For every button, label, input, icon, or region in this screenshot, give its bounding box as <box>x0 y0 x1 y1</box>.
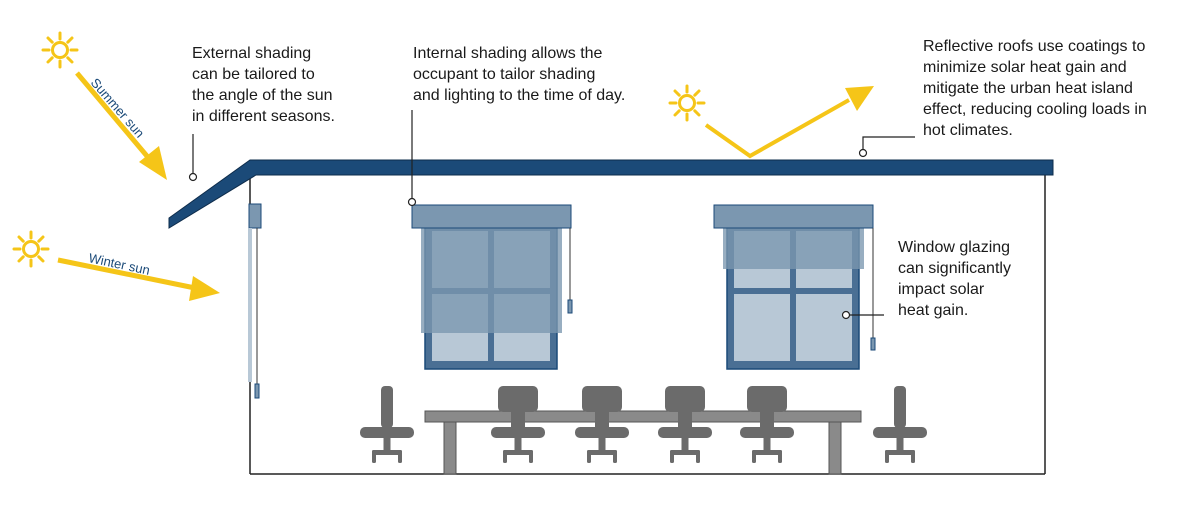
callout-line: minimize solar heat gain and <box>923 59 1127 76</box>
chair-icon <box>491 386 545 463</box>
callout-line: Reflective roofs use coatings to <box>923 38 1146 55</box>
internal-shading-callout: Internal shading allows the occupant to … <box>413 43 625 106</box>
callout-line: mitigate the urban heat island <box>923 80 1133 97</box>
callout-line: the angle of the sun <box>192 87 333 104</box>
leader-lines <box>188 110 915 320</box>
winter-sun-arrow-icon <box>57 257 220 301</box>
sun-icon <box>41 31 79 69</box>
callout-line: occupant to tailor shading <box>413 66 596 83</box>
callout-line: can be tailored to <box>192 66 315 83</box>
callout-line: and lighting to the time of day. <box>413 87 626 104</box>
sun-icon <box>668 84 706 122</box>
chair-icon <box>873 386 927 463</box>
summer-sun-label: Summer sun <box>88 75 148 140</box>
callout-line: heat gain. <box>898 302 969 319</box>
callout-line: Internal shading allows the <box>413 45 603 62</box>
chair-icon <box>740 386 794 463</box>
callout-line: impact solar <box>898 281 985 298</box>
callout-line: in different seasons. <box>192 108 335 125</box>
sun-icon <box>12 230 50 268</box>
roof <box>168 159 1054 229</box>
window-glazing-callout: Window glazing can significantly impact … <box>898 237 1011 321</box>
callout-line: Window glazing <box>898 239 1011 256</box>
callout-line: can significantly <box>898 260 1011 277</box>
callout-line: hot climates. <box>923 122 1013 139</box>
conference-table <box>424 410 862 475</box>
callout-line: External shading <box>192 45 312 62</box>
chair-icon <box>360 386 414 463</box>
chair-icon <box>575 386 629 463</box>
window-right <box>713 204 876 370</box>
reflective-roofs-callout: Reflective roofs use coatings to minimiz… <box>923 36 1147 141</box>
callout-line: effect, reducing cooling loads in <box>923 101 1147 118</box>
external-shading-callout: External shading can be tailored to the … <box>192 43 335 127</box>
window-left <box>411 204 573 370</box>
summer-sun-arrow-icon <box>75 71 167 180</box>
chair-icon <box>658 386 712 463</box>
exterior-shade <box>248 203 262 399</box>
reflection-arrow-icon <box>704 86 874 159</box>
